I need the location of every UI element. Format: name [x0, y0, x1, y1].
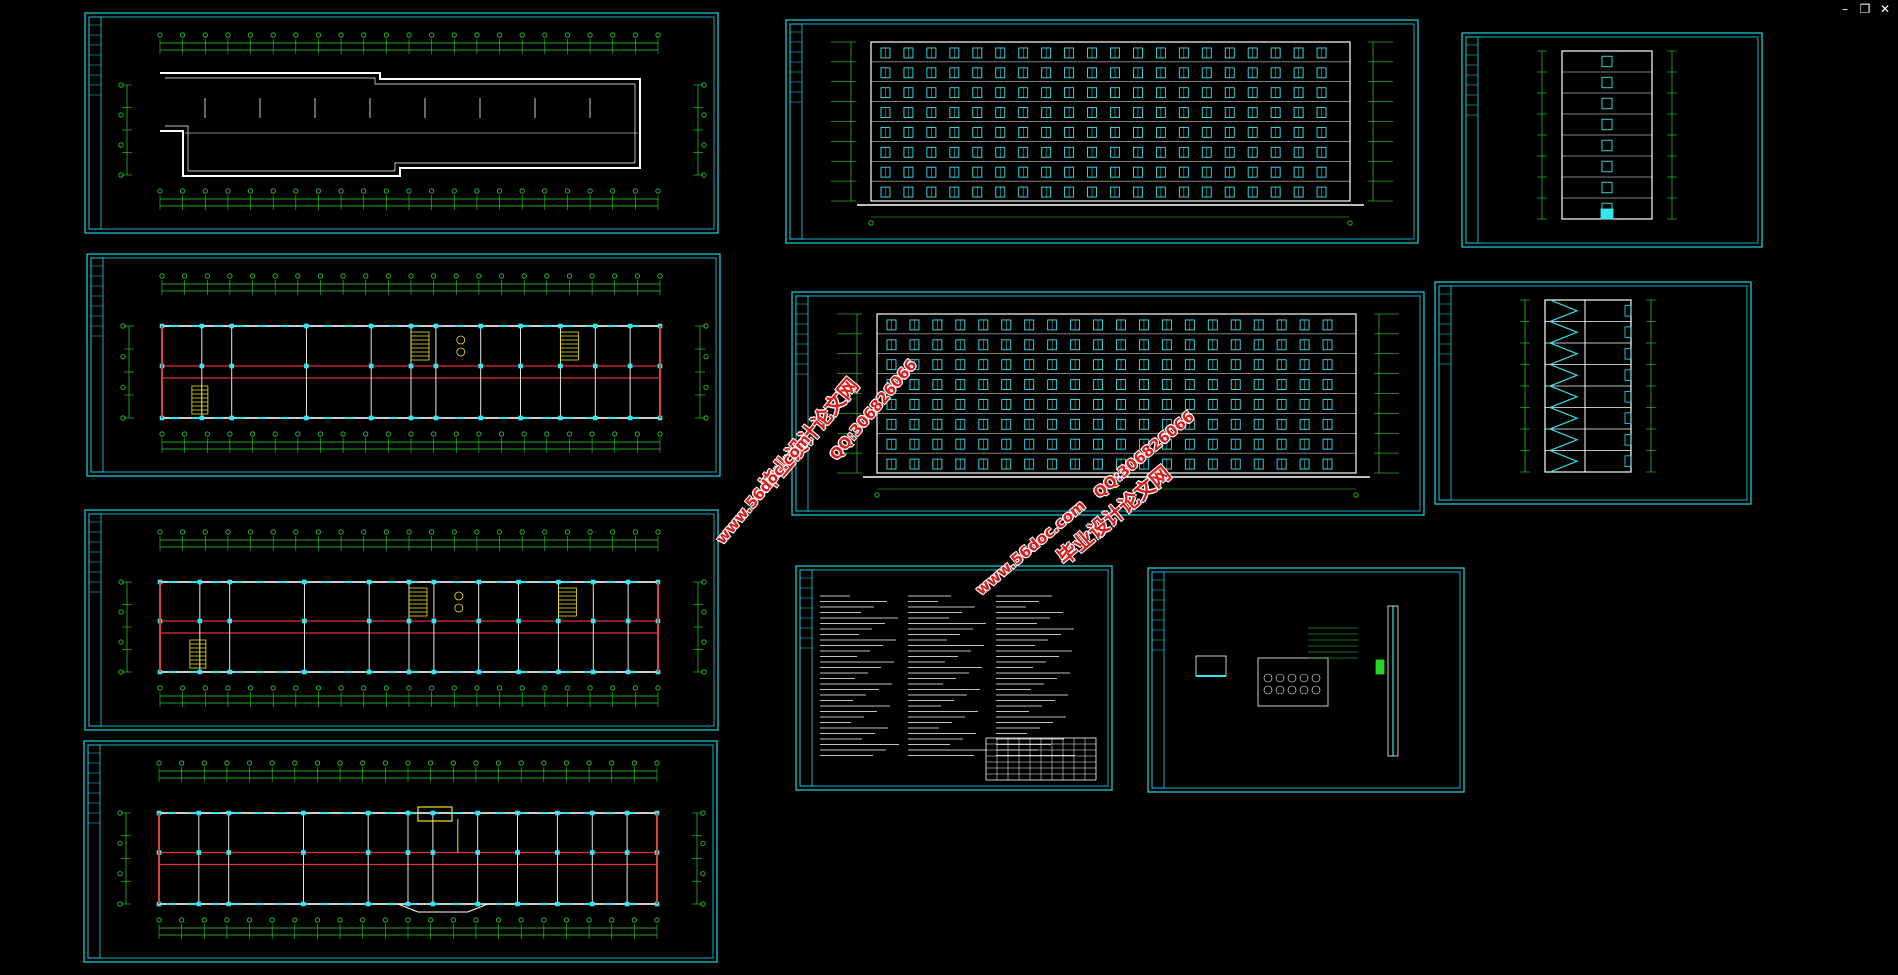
rear-elevation-sheet[interactable]: [791, 291, 1425, 516]
design-notes-sheet[interactable]: [795, 565, 1113, 791]
section-sheet[interactable]: [1434, 281, 1752, 505]
restore-icon[interactable]: ❐: [1859, 2, 1871, 16]
details-sheet[interactable]: [1147, 567, 1465, 793]
floor-plan-2-sheet[interactable]: [84, 509, 719, 731]
front-elevation-sheet[interactable]: [785, 19, 1419, 244]
floor-plan-1-sheet[interactable]: [86, 253, 721, 477]
close-icon[interactable]: ✕: [1879, 2, 1891, 16]
floor-plan-3-sheet[interactable]: [83, 740, 718, 963]
window-controls: – ❐ ✕: [1838, 2, 1892, 16]
minimize-icon[interactable]: –: [1842, 2, 1848, 16]
roof-plan-sheet[interactable]: [84, 12, 719, 234]
side-elevation-sheet[interactable]: [1461, 32, 1763, 248]
